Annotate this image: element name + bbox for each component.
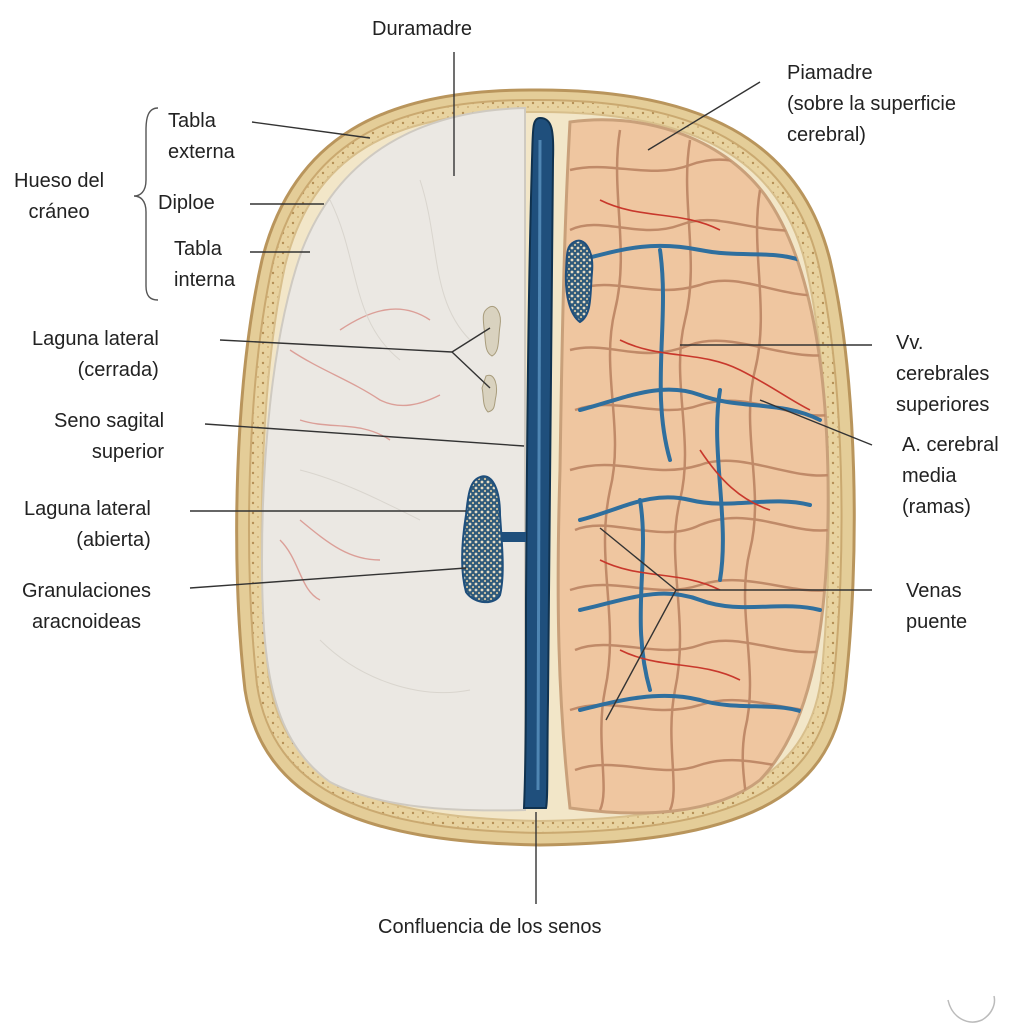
leader-lines <box>189 52 873 904</box>
leader-a-cerebral <box>759 399 873 446</box>
leader-seno-sagital <box>204 423 525 447</box>
label-hueso-craneo: Hueso del cráneo <box>14 170 105 223</box>
label-venas-puente: Venas puente <box>906 580 968 633</box>
sinus-bridge <box>496 532 526 542</box>
label-seno-sagital: Seno sagital superior <box>54 410 165 463</box>
dura-mater <box>260 106 526 812</box>
label-tabla-interna: Tabla interna <box>174 238 236 291</box>
laguna-abierta <box>461 475 504 604</box>
label-piamadre: Piamadre (sobre la superficie cerebral) <box>787 62 956 146</box>
label-confluencia: Confluencia de los senos <box>378 916 602 938</box>
label-diploe: Diploe <box>158 192 215 214</box>
label-vv-cerebrales: Vv. cerebrales superiores <box>896 332 990 416</box>
dura-texture <box>299 179 471 693</box>
leader-tabla-externa <box>251 121 371 139</box>
corner-mark <box>947 995 996 1023</box>
granulation-right <box>564 239 594 324</box>
bone-bracket <box>133 107 159 301</box>
label-tabla-externa: Tabla externa <box>168 110 235 163</box>
gyri <box>569 129 829 811</box>
label-duramadre: Duramadre <box>372 18 473 40</box>
dura-vessels <box>279 308 441 601</box>
laguna-cerrada <box>481 306 501 413</box>
label-laguna-cerrada: Laguna lateral (cerrada) <box>32 328 159 381</box>
label-laguna-abierta: Laguna lateral (abierta) <box>24 498 151 551</box>
label-a-cerebral: A. cerebral media (ramas) <box>902 434 999 518</box>
label-granulaciones: Granulaciones aracnoideas <box>22 580 151 633</box>
leader-granulaciones <box>189 567 467 589</box>
leader-laguna-cerrada-a <box>219 339 453 353</box>
leader-piamadre <box>647 81 761 151</box>
